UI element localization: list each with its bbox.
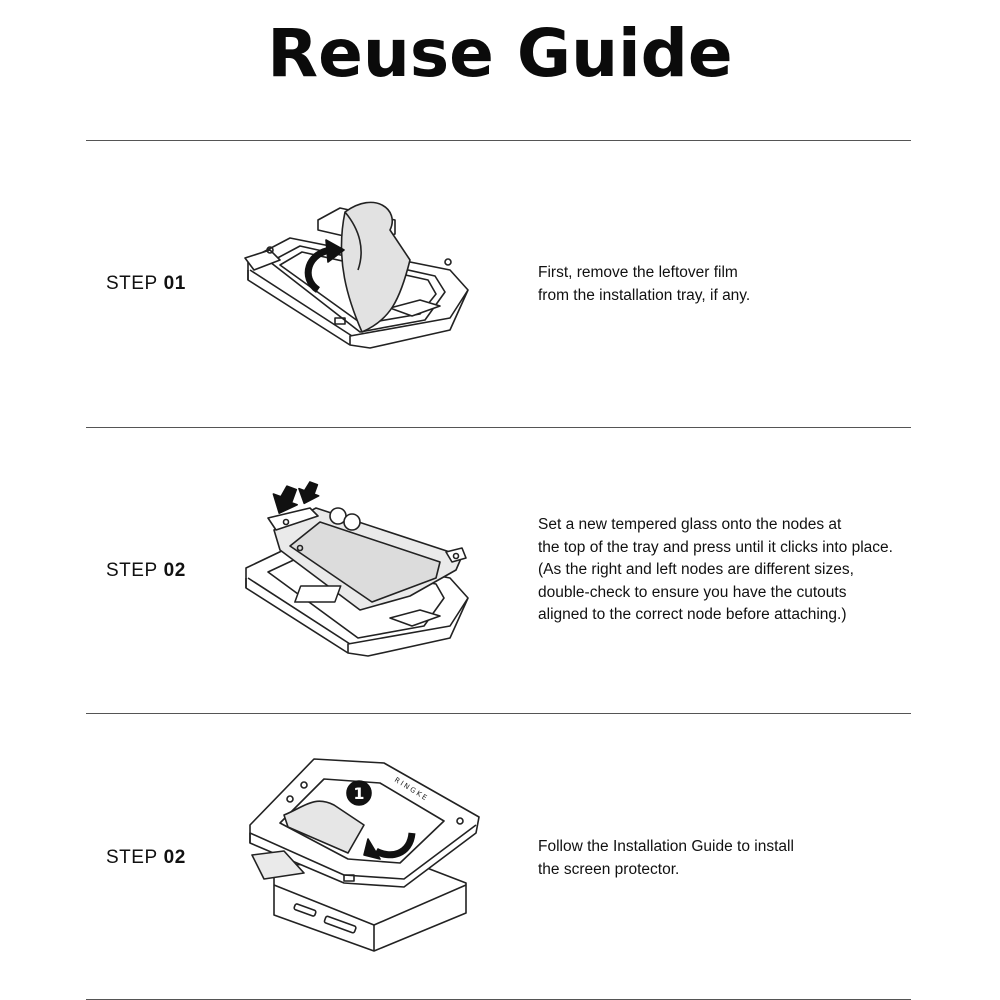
page-title: Reuse Guide [267, 15, 733, 92]
step-2-illustration [240, 478, 480, 663]
step-1-word: STEP [106, 273, 158, 294]
step-3-number: 02 [163, 847, 186, 868]
divider-1 [86, 427, 911, 428]
step-2-number: 02 [163, 560, 186, 581]
step-3-illustration: 1 RINGKE [244, 755, 484, 955]
step-3-line-1: Follow the Installation Guide to install [538, 838, 794, 855]
step-2-line-4: double-check to ensure you have the cuto… [538, 583, 847, 601]
step-3-line-2: the screen protector. [538, 860, 680, 878]
step-3-description: Follow the Installation Guide to install… [538, 836, 918, 881]
step-1-number: 01 [163, 273, 186, 294]
step-1-line-2: from the installation tray, if any. [538, 286, 751, 304]
divider-top [86, 140, 911, 141]
step-3-badge: 1 [353, 784, 364, 803]
step-1-illustration [240, 190, 480, 355]
step-2-description: Set a new tempered glass onto the nodes … [538, 514, 918, 627]
step-2-line-5: aligned to the correct node before attac… [538, 606, 847, 624]
step-1-description: First, remove the leftover film from the… [538, 262, 918, 307]
step-2-line-3: (As the right and left nodes are differe… [538, 561, 854, 579]
step-2-line-2: the top of the tray and press until it c… [538, 538, 893, 556]
step-3-word: STEP [106, 847, 158, 868]
divider-2 [86, 713, 911, 714]
step-2-word: STEP [106, 560, 158, 581]
step-2-line-1: Set a new tempered glass onto the nodes … [538, 516, 842, 533]
step-1-line-1: First, remove the leftover film [538, 264, 738, 281]
